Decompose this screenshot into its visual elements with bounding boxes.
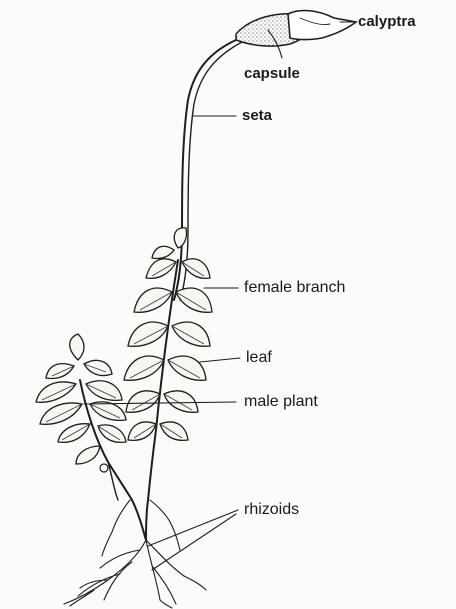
label-female-branch: female branch [244, 279, 345, 296]
rhizoids [64, 500, 206, 608]
label-seta: seta [242, 107, 273, 124]
calyptra-shape [288, 11, 356, 40]
label-leaf: leaf [246, 349, 272, 366]
female-branch [124, 228, 212, 500]
label-rhizoids: rhizoids [244, 501, 299, 518]
label-calyptra: calyptra [358, 13, 416, 30]
label-male-plant: male plant [244, 393, 318, 410]
male-plant [36, 334, 132, 500]
label-capsule: capsule [244, 65, 300, 82]
